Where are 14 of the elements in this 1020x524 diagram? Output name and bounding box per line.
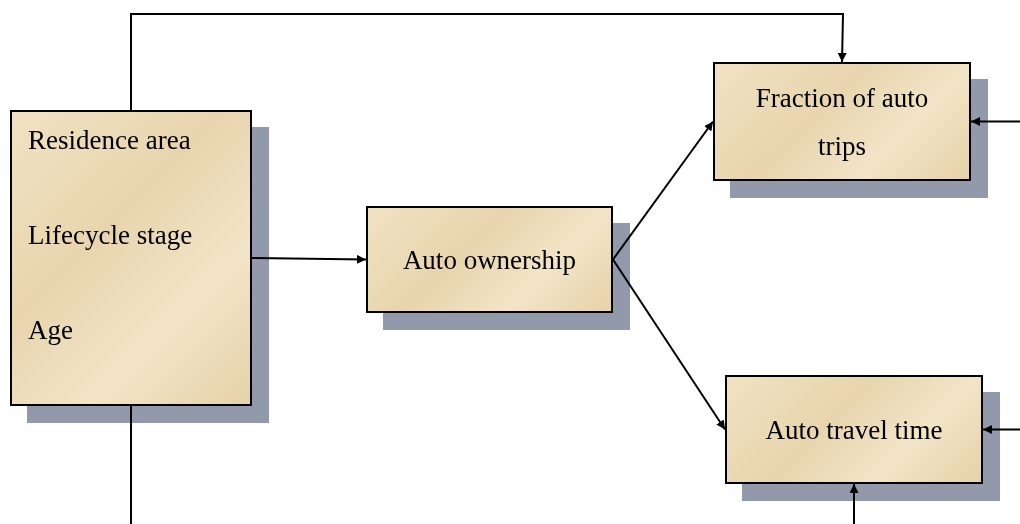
box-label: Age (28, 314, 73, 346)
box-label: Residence area (28, 124, 191, 156)
box-label: Auto travel time (765, 413, 943, 447)
arrow (251, 254, 367, 264)
arrow (970, 117, 1020, 126)
arrow (612, 258, 726, 431)
box-label: Auto ownership (402, 243, 577, 277)
connector-line (130, 405, 132, 524)
box-label: Lifecycle stage (28, 219, 193, 251)
box-label: Fraction of auto trips (754, 81, 930, 163)
arrow (982, 425, 1020, 434)
arrow (849, 483, 859, 524)
arrow (130, 13, 847, 111)
arrow (612, 120, 714, 261)
